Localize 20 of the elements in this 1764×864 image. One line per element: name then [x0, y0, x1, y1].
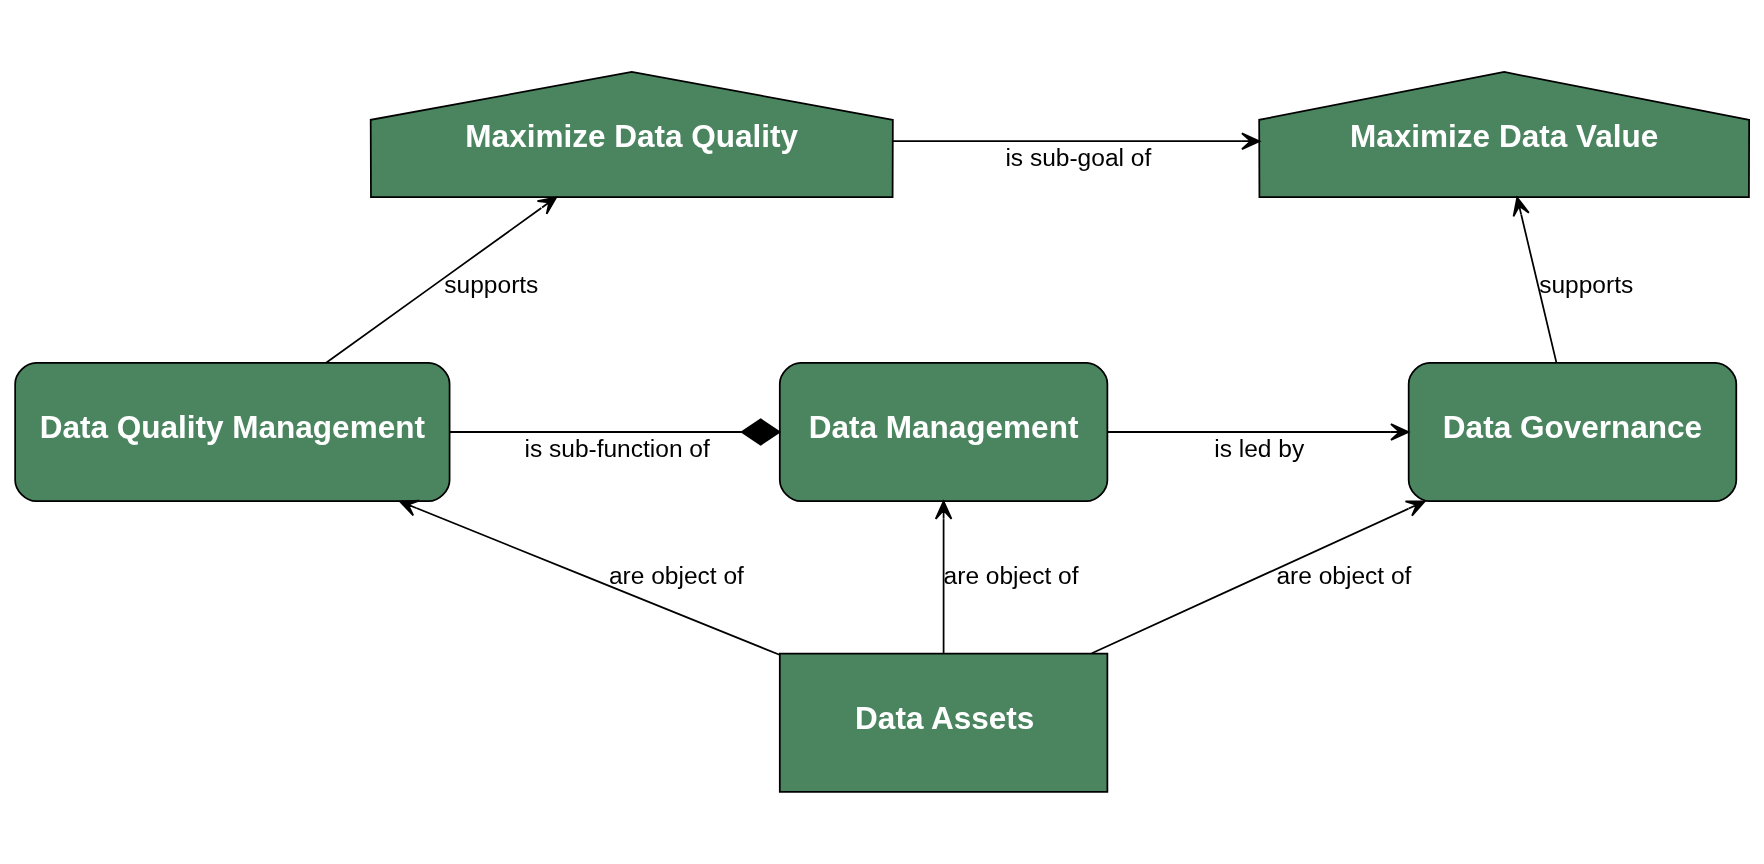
edge-label: are object of: [609, 561, 744, 589]
edge-label: is sub-function of: [524, 434, 710, 462]
connector: [448, 418, 782, 446]
edge-label: are object of: [943, 561, 1079, 589]
arrow: [325, 196, 558, 364]
edge-label: supports: [444, 271, 539, 299]
edge-label: is led by: [1214, 434, 1305, 462]
edge-label: are object of: [1276, 561, 1412, 589]
node-box: Data Management: [778, 361, 1109, 503]
edge-label: is sub-goal of: [1005, 144, 1152, 172]
arrow: [934, 500, 953, 654]
arrow: [1090, 500, 1426, 655]
arrow: [1107, 423, 1410, 441]
arrow: [892, 132, 1261, 150]
arrow: [1512, 196, 1558, 364]
edge-label: supports: [1539, 271, 1634, 299]
node-box: Data Assets: [778, 652, 1109, 793]
arrow: [399, 499, 781, 656]
node-box: Data Governance: [1407, 361, 1738, 503]
node-box: Data Quality Management: [14, 361, 451, 503]
